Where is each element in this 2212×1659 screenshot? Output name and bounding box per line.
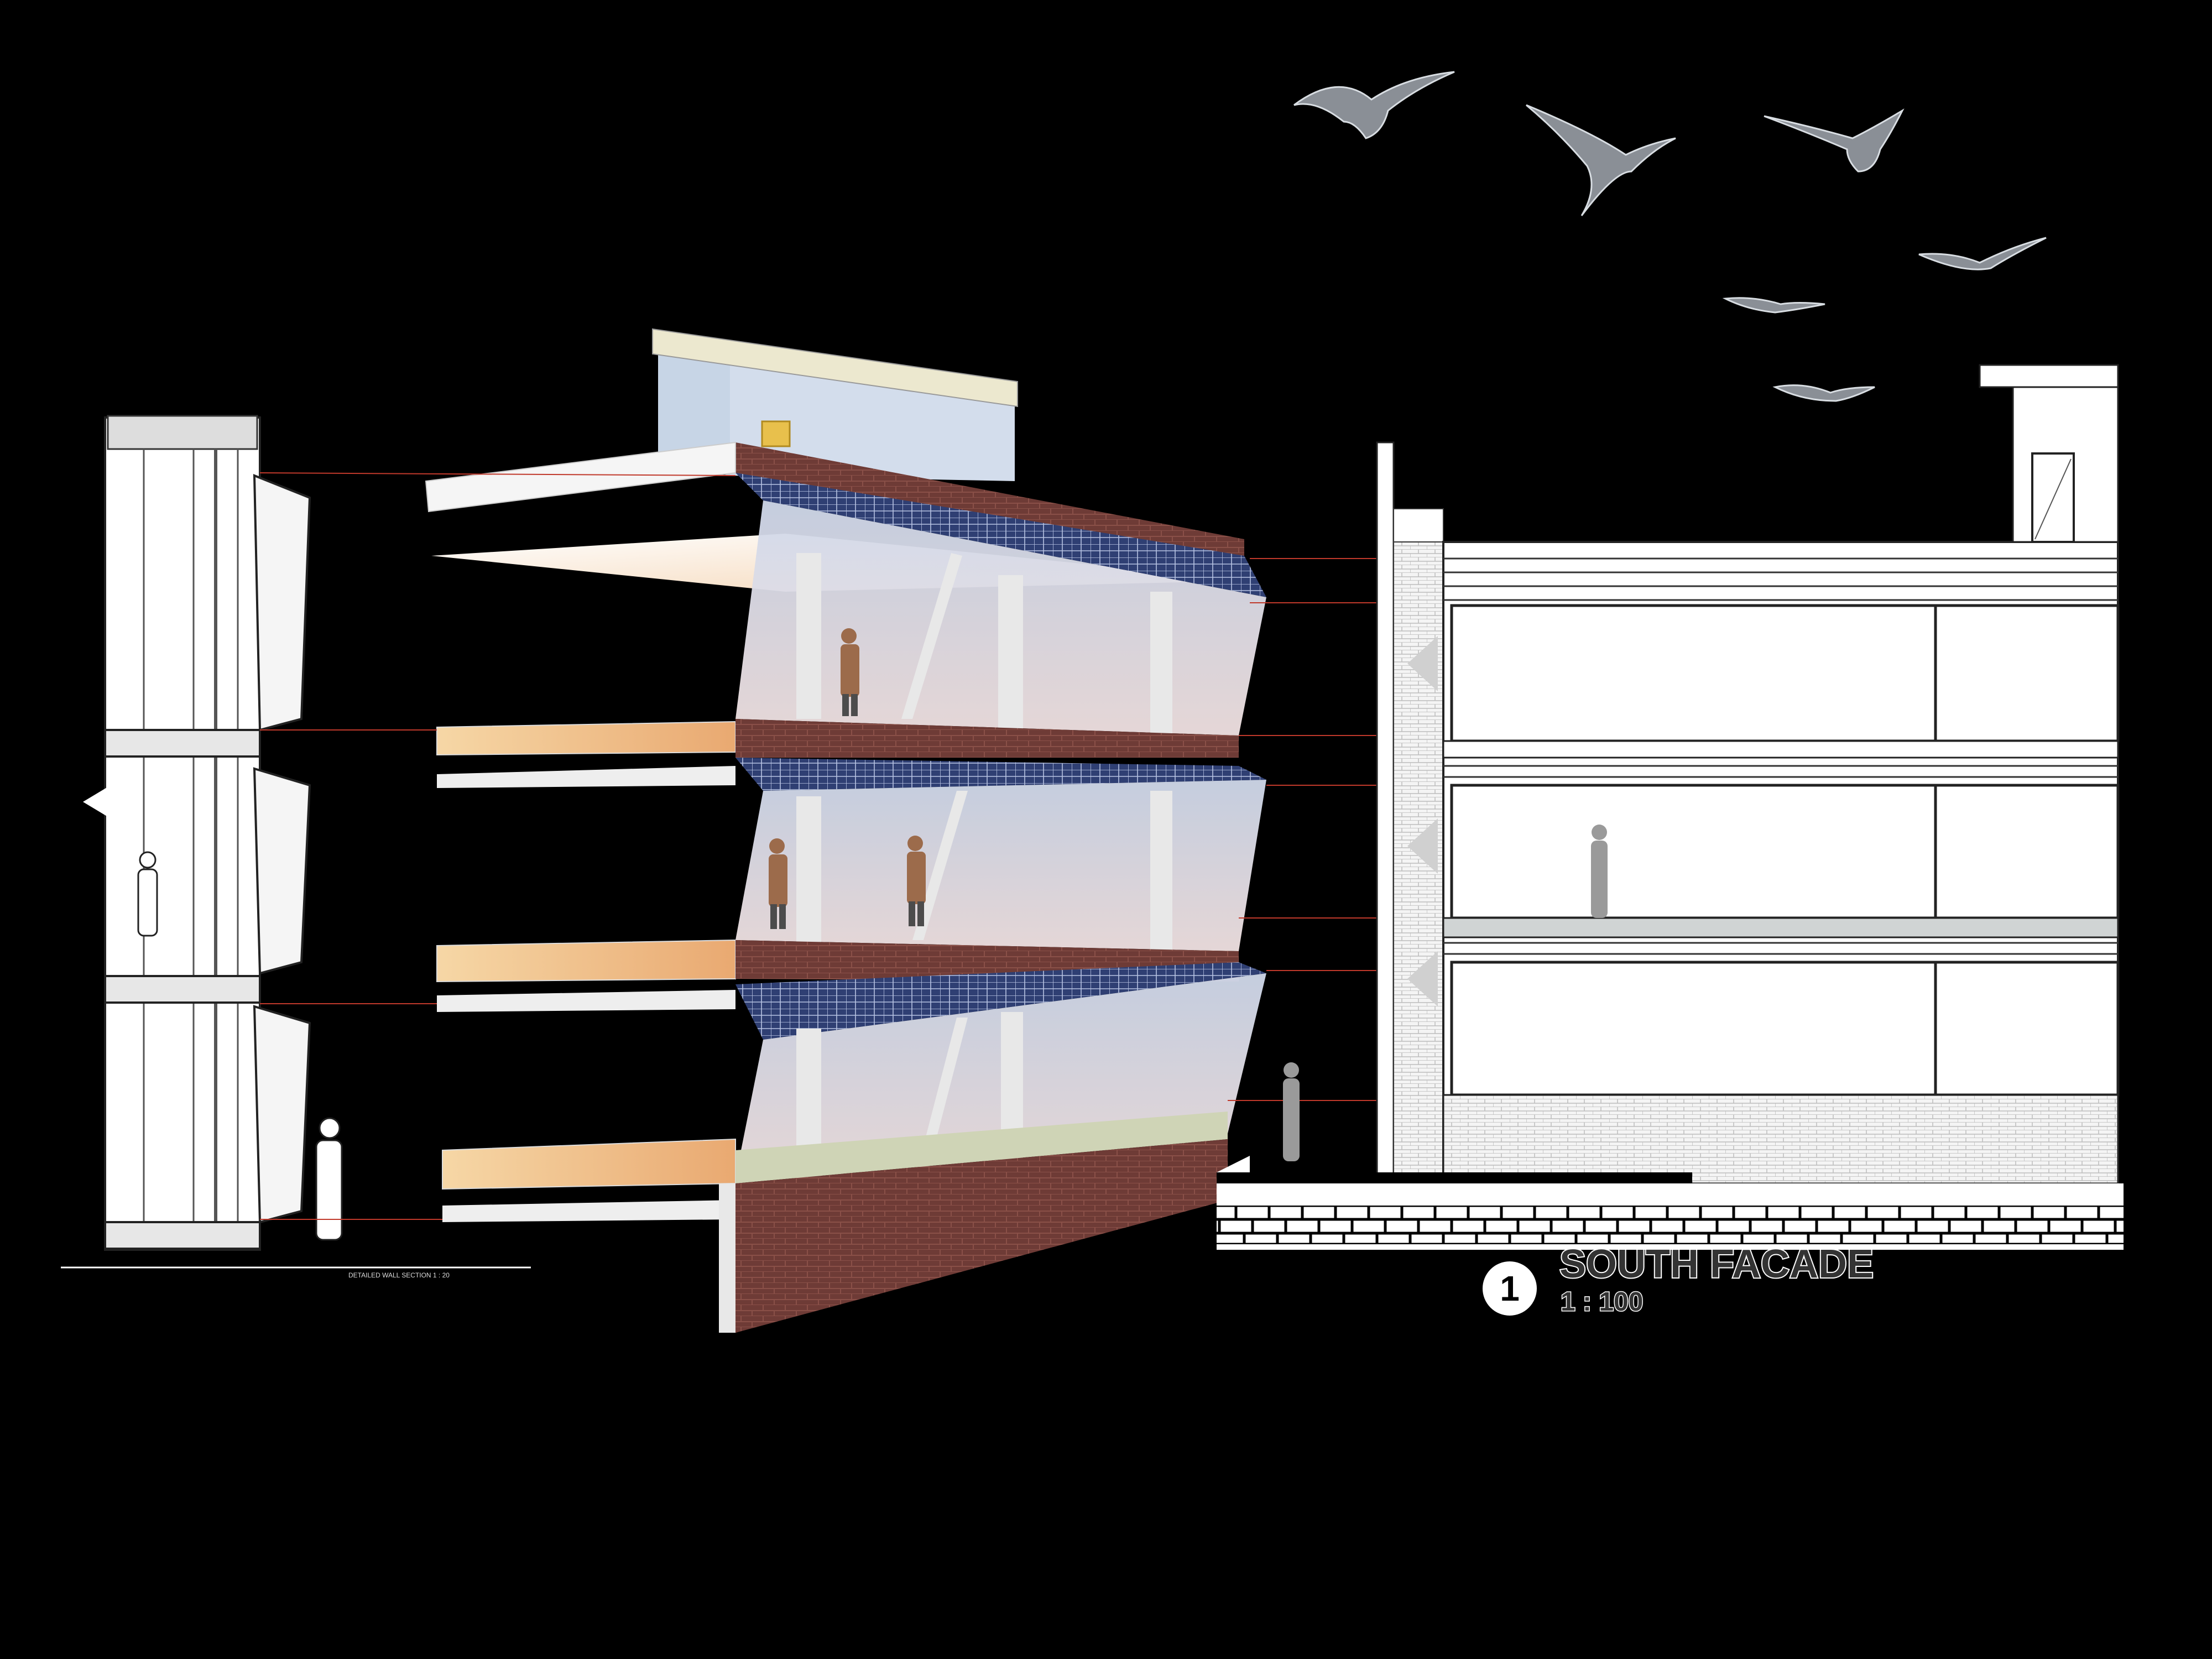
human-figure-icon [137, 851, 158, 937]
wall-section-drawing: DETAILED WALL SECTION 1 : 20 [61, 415, 531, 1279]
drawing-title: SOUTH FACADE [1559, 1242, 1874, 1286]
bird-icon [1764, 108, 1905, 173]
bird-icon [1293, 71, 1455, 139]
bird-icon [1772, 384, 1875, 402]
human-figure-icon [907, 836, 926, 926]
south-facade-elevation [1217, 364, 2124, 1250]
human-figure-icon [769, 838, 787, 929]
drawing-number: 1 [1500, 1269, 1520, 1308]
human-figure-icon [1283, 1062, 1300, 1161]
human-figure-icon [315, 1117, 343, 1241]
axonometric-facade-render [259, 328, 1449, 1333]
drawing-number-circle [1479, 1258, 1540, 1319]
section-caption: DETAILED WALL SECTION 1 : 20 [348, 1271, 450, 1279]
human-figure-icon [841, 628, 859, 716]
bird-icon [1722, 297, 1825, 314]
human-figure-icon [1591, 825, 1608, 918]
bird-icon [1918, 237, 2047, 270]
title-block: 1 SOUTH FACADE 1 : 100 [1479, 1241, 1875, 1319]
bird-silhouettes [1293, 71, 2047, 402]
drawing-scale: 1 : 100 [1561, 1287, 1643, 1317]
bird-icon [1526, 104, 1676, 216]
